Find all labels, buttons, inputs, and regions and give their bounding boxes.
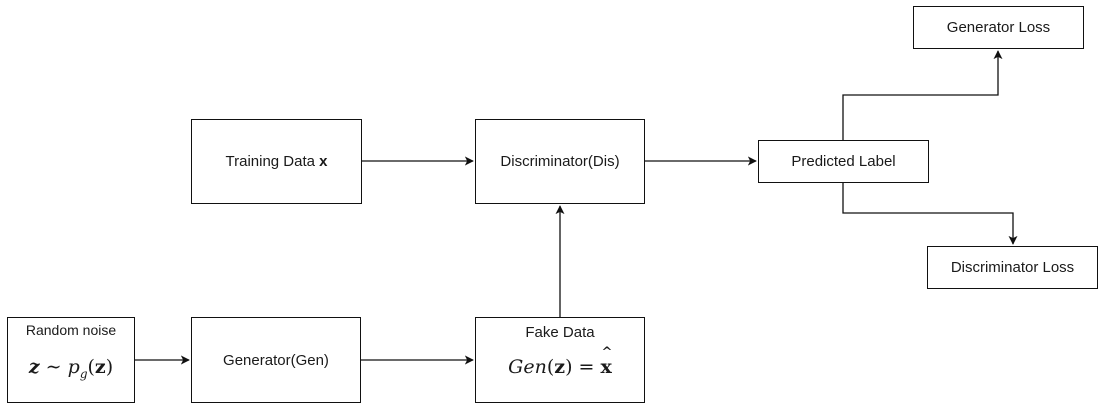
node-predicted-label: Predicted Label — [758, 140, 929, 183]
node-fake-data: Fake Data Gen(z) = x — [475, 317, 645, 403]
generator-label: Generator(Gen) — [223, 351, 329, 369]
fake-fn: Gen — [508, 356, 547, 378]
node-generator-loss: Generator Loss — [913, 6, 1084, 49]
random-noise-label: Random noise — [25, 322, 117, 338]
fake-data-expression: Gen(z) = x — [476, 345, 644, 378]
fake-arg: z — [554, 356, 566, 378]
noise-sub: g — [79, 366, 88, 381]
generator-loss-label: Generator Loss — [946, 19, 1051, 36]
noise-arg: z — [94, 356, 106, 378]
noise-var: z — [28, 356, 40, 378]
node-random-noise: Random noise z ∼ pg(z) — [7, 317, 135, 403]
predicted-label-text: Predicted Label — [791, 153, 896, 170]
fake-out: x — [600, 345, 612, 378]
noise-expression: z ∼ pg(z) — [28, 356, 114, 381]
edge-predicted-label-to-discriminator-loss — [842, 183, 1018, 245]
node-generator: Generator(Gen) — [191, 317, 361, 403]
node-discriminator-loss: Discriminator Loss — [927, 246, 1098, 289]
training-data-symbol: x — [319, 153, 328, 170]
discriminator-label: Discriminator(Dis) — [500, 153, 620, 170]
node-training-data: Training Data x — [191, 119, 362, 204]
fake-data-label: Fake Data — [525, 324, 595, 341]
node-discriminator: Discriminator(Dis) — [475, 119, 645, 204]
training-data-label: Training Data — [225, 153, 320, 170]
fake-eq: = — [572, 356, 601, 378]
edge-predicted-label-to-generator-loss — [842, 50, 1003, 140]
noise-dist: p — [67, 356, 80, 378]
discriminator-loss-label: Discriminator Loss — [950, 259, 1075, 276]
noise-op: ∼ — [39, 356, 68, 378]
